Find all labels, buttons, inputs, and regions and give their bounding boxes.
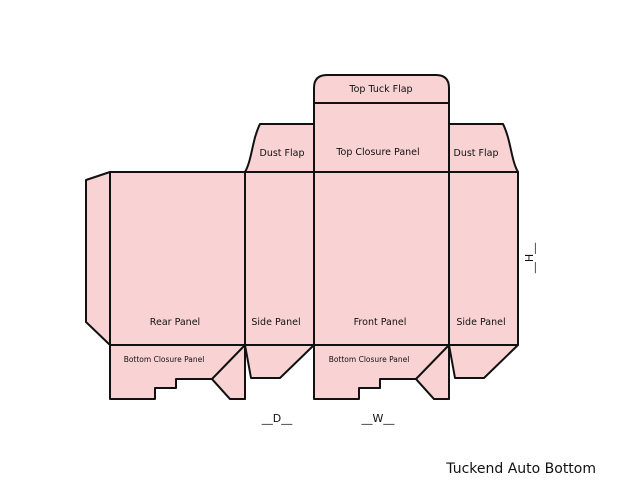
dieline-panels xyxy=(85,74,519,400)
bottom-flap-side-right xyxy=(448,344,519,379)
dust-flap-right-label: Dust Flap xyxy=(454,148,499,159)
bottom-closure-right-label: Bottom Closure Panel xyxy=(329,355,410,364)
dust-flap-left xyxy=(244,123,315,173)
dust-flap-left-label: Dust Flap xyxy=(260,148,305,159)
bottom-lock-flap-left xyxy=(211,344,246,400)
top-closure-panel-label: Top Closure Panel xyxy=(335,147,419,158)
width-dimension-label: __W__ xyxy=(361,412,395,425)
side-panel-right-label: Side Panel xyxy=(456,317,505,328)
diagram-title: Tuckend Auto Bottom xyxy=(445,461,596,477)
dust-flap-right xyxy=(448,123,519,173)
depth-dimension-label: __D__ xyxy=(261,412,293,425)
rear-panel-label: Rear Panel xyxy=(150,317,200,328)
bottom-closure-left-label: Bottom Closure Panel xyxy=(124,355,205,364)
bottom-lock-flap-right xyxy=(415,344,450,400)
bottom-flap-side-left xyxy=(244,344,315,379)
top-tuck-flap xyxy=(313,74,450,104)
side-panel-left-label: Side Panel xyxy=(251,317,300,328)
height-dimension-label: __H__ xyxy=(523,242,536,274)
top-closure-panel xyxy=(313,102,450,173)
top-tuck-flap-label: Top Tuck Flap xyxy=(348,84,412,95)
front-panel-label: Front Panel xyxy=(354,317,407,328)
glue-flap xyxy=(85,171,111,346)
